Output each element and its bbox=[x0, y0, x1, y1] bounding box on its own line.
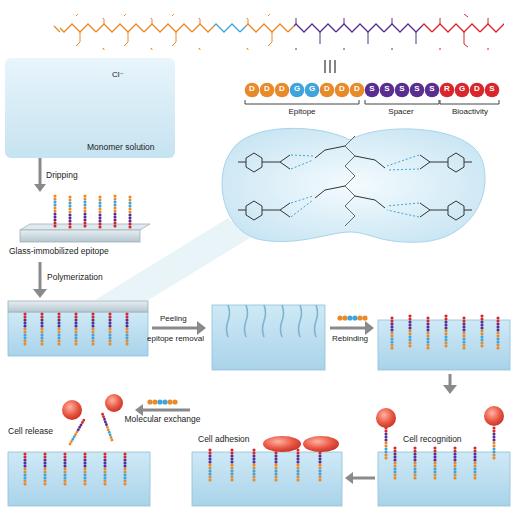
arrow-head bbox=[345, 472, 353, 484]
residue-letter: S bbox=[489, 84, 494, 94]
residue-letter: G bbox=[309, 84, 315, 94]
residue-letter: S bbox=[384, 84, 389, 94]
residue-letter: D bbox=[339, 84, 345, 94]
stage-caption: Cell release bbox=[8, 426, 53, 436]
residue-letter: D bbox=[474, 84, 480, 94]
residue-letter: S bbox=[429, 84, 434, 94]
monomer-panel: Monomer solution bbox=[5, 58, 175, 158]
process-arrow bbox=[34, 158, 46, 192]
stage-caption: Cell adhesion bbox=[198, 434, 250, 444]
residue-letter: D bbox=[354, 84, 360, 94]
residue-letter: D bbox=[324, 84, 330, 94]
stage-caption: Monomer solution bbox=[87, 142, 155, 152]
stage-caption: Cell recognition bbox=[403, 434, 462, 444]
step-label: Polymerization bbox=[47, 272, 103, 282]
residue-letter: S bbox=[399, 84, 404, 94]
residue-letter: D bbox=[279, 84, 285, 94]
arrow-head bbox=[34, 184, 46, 192]
adhesion-stage: Cell adhesion bbox=[190, 396, 345, 508]
step-label: Rebinding bbox=[332, 334, 368, 344]
process-arrow bbox=[345, 472, 375, 484]
step-label: Peeling bbox=[160, 314, 187, 324]
step-label: Dripping bbox=[46, 170, 78, 180]
residue-letter: S bbox=[369, 84, 374, 94]
residue-letter: D bbox=[249, 84, 255, 94]
segment-label: Bioactivity bbox=[452, 107, 488, 117]
step-label: Molecular exchange bbox=[124, 414, 200, 424]
counter-ion: Cl⁻ bbox=[112, 70, 124, 80]
residue-letter: G bbox=[294, 84, 300, 94]
segment-label: Epitope bbox=[288, 107, 315, 117]
segment-label: Spacer bbox=[388, 107, 413, 117]
residue-letter: S bbox=[414, 84, 419, 94]
residue-letter: R bbox=[444, 84, 450, 94]
glass-stage: Glass-immobilized epitope bbox=[5, 192, 170, 258]
recognition-stage: Cell recognition bbox=[375, 396, 511, 508]
stage-caption: Glass-immobilized epitope bbox=[9, 246, 109, 256]
step-label: epitope removal bbox=[147, 334, 204, 344]
release-stage: Cell release bbox=[5, 396, 135, 508]
residue-letter: G bbox=[459, 84, 465, 94]
residue-letter: D bbox=[264, 84, 270, 94]
